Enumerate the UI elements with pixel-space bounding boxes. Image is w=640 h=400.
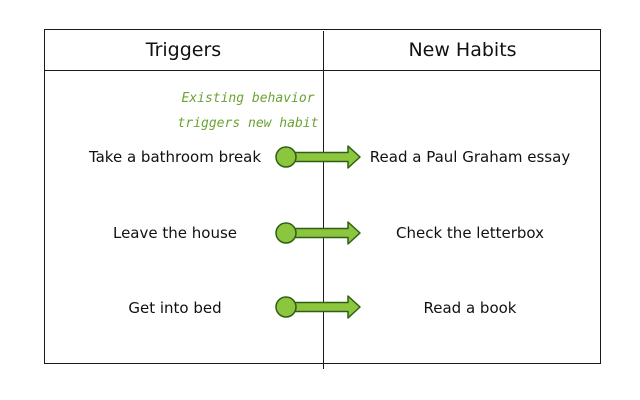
arrow-connector-2 — [275, 221, 361, 245]
annotation-line-2: triggers new habit — [177, 116, 319, 131]
column-divider — [323, 31, 324, 369]
habit-label-1: Read a Paul Graham essay — [369, 148, 571, 166]
table-frame — [44, 29, 601, 364]
trigger-label-2: Leave the house — [112, 224, 237, 242]
habit-arrow-icon — [275, 295, 361, 319]
column-header-triggers: Triggers — [145, 39, 222, 61]
annotation-line-1: Existing behavior — [181, 91, 315, 106]
habit-label-3: Read a book — [423, 299, 517, 317]
column-header-new-habits: New Habits — [408, 39, 517, 61]
habit-arrow-icon — [275, 145, 361, 169]
header-divider — [44, 70, 601, 71]
trigger-label-3: Get into bed — [128, 299, 222, 317]
habit-label-2: Check the letterbox — [396, 224, 544, 242]
habit-arrow-icon — [275, 221, 361, 245]
arrow-connector-3 — [275, 295, 361, 319]
trigger-label-1: Take a bathroom break — [88, 148, 262, 166]
arrow-connector-1 — [275, 145, 361, 169]
